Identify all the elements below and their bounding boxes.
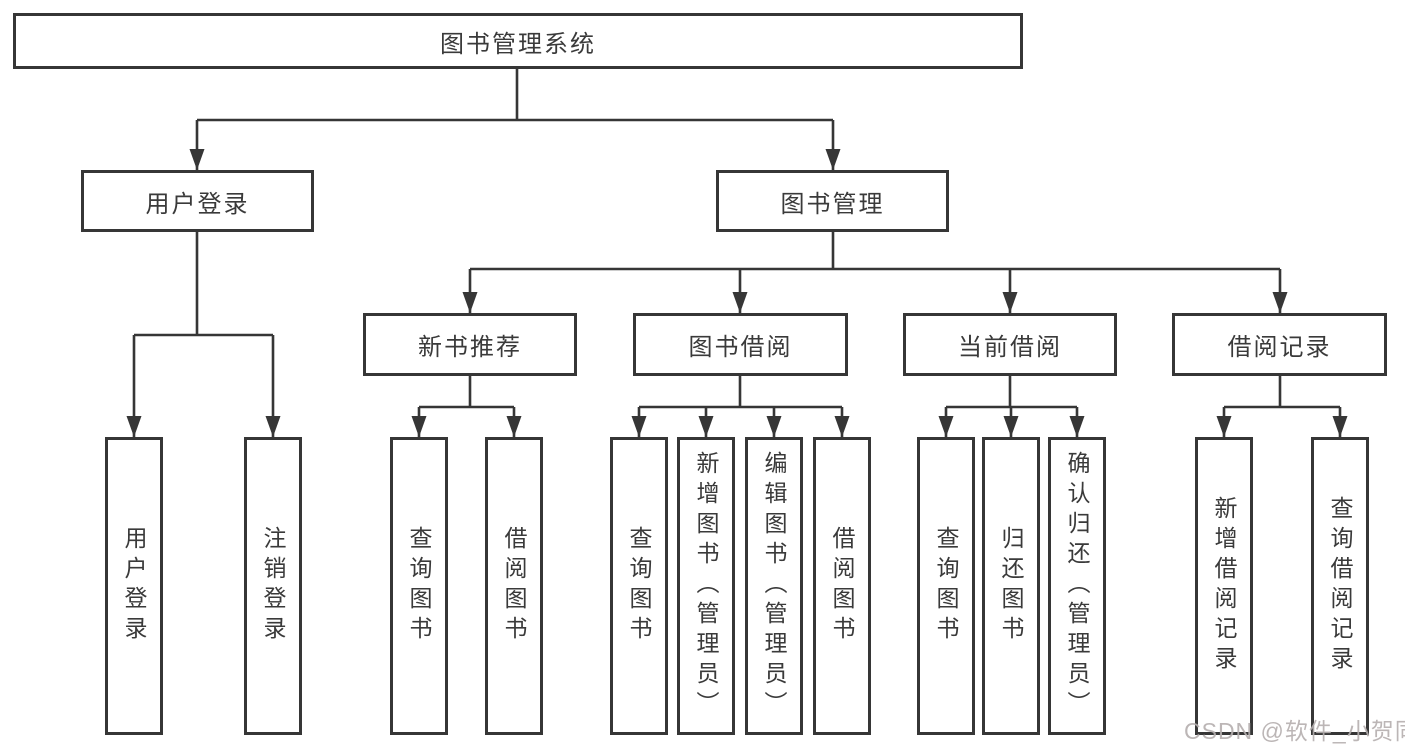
node-user-login: 用户登录 [81,170,314,232]
node-borrow-books-leaf: 借阅图书 [813,437,871,735]
node-borrow-books-recommend: 借阅图书 [485,437,543,735]
node-query-books-borrow: 查询图书 [610,437,668,735]
node-borrowing-records: 借阅记录 [1172,313,1387,376]
node-query-books-current: 查询图书 [917,437,975,735]
node-current-borrowing: 当前借阅 [903,313,1117,376]
node-book-management: 图书管理 [716,170,949,232]
node-user-login-leaf: 用户登录 [105,437,163,735]
node-add-borrow-record: 新增借阅记录 [1195,437,1253,735]
node-add-books-admin: 新增图书（管理员） [677,437,735,735]
node-new-book-recommendation: 新书推荐 [363,313,577,376]
node-book-borrowing: 图书借阅 [633,313,848,376]
node-library-management-system: 图书管理系统 [13,13,1023,69]
node-confirm-return-admin: 确认归还（管理员） [1048,437,1106,735]
node-logout: 注销登录 [244,437,302,735]
node-query-books-recommend: 查询图书 [390,437,448,735]
node-query-borrow-record: 查询借阅记录 [1311,437,1369,735]
node-return-books: 归还图书 [982,437,1040,735]
node-edit-books-admin: 编辑图书（管理员） [745,437,803,735]
